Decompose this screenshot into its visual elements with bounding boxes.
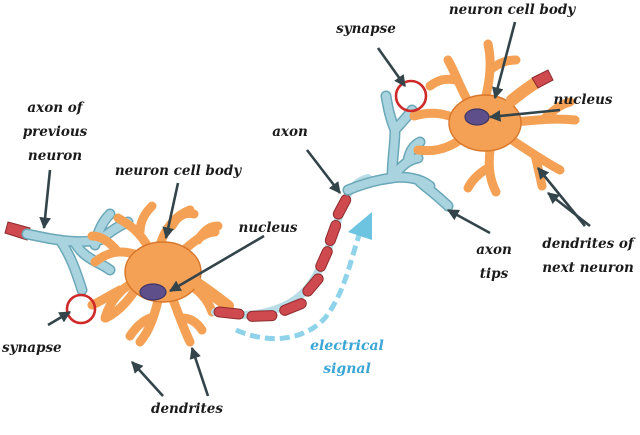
label-line: axon of	[27, 100, 84, 116]
label-electrical-signal: electrical signal	[310, 338, 384, 377]
axon-terminals	[342, 90, 454, 212]
label-line: signal	[323, 361, 371, 377]
myelin-segment	[332, 194, 352, 220]
myelin-segment	[324, 219, 342, 247]
label-axon-tips: axon tips	[476, 242, 512, 282]
myelin-segment	[213, 306, 245, 320]
myelin-segment	[279, 298, 307, 316]
label-line: electrical	[310, 338, 384, 354]
right-neuron	[409, 39, 580, 197]
main-axon	[211, 174, 372, 322]
label-axon-of-previous-neuron: axon of previous neuron	[23, 100, 88, 164]
left-neuron	[87, 201, 234, 347]
previous-axon	[4, 208, 134, 296]
label-line: dendrites of	[542, 236, 636, 252]
pointer-arrows	[39, 21, 591, 397]
electrical-signal-arrow	[234, 212, 372, 342]
myelin-segment	[315, 246, 333, 272]
label-synapse-top: synapse	[336, 21, 396, 37]
label-nucleus-right: nucleus	[554, 92, 613, 108]
left-nucleus	[139, 283, 167, 301]
label-axon: axon	[272, 124, 308, 140]
myelin-segment	[302, 273, 324, 297]
label-neuron-cell-body-right: neuron cell body	[449, 2, 577, 18]
label-dendrites: dendrites	[151, 401, 223, 417]
synapse-ring-left	[65, 293, 97, 325]
label-line: tips	[480, 266, 509, 282]
label-line: axon	[476, 242, 512, 258]
right-nucleus	[464, 108, 490, 126]
label-line: previous	[23, 124, 88, 140]
label-dendrites-of-next-neuron: dendrites of next neuron	[542, 236, 636, 276]
next-axon-stub	[531, 69, 554, 89]
label-line: neuron	[28, 148, 82, 164]
label-nucleus-left: nucleus	[239, 220, 298, 236]
synapse-ring-top	[394, 79, 428, 113]
label-synapse-left: synapse	[2, 340, 62, 356]
myelin-segment	[246, 310, 278, 322]
label-line: next neuron	[542, 260, 634, 276]
label-neuron-cell-body-left: neuron cell body	[115, 163, 243, 179]
